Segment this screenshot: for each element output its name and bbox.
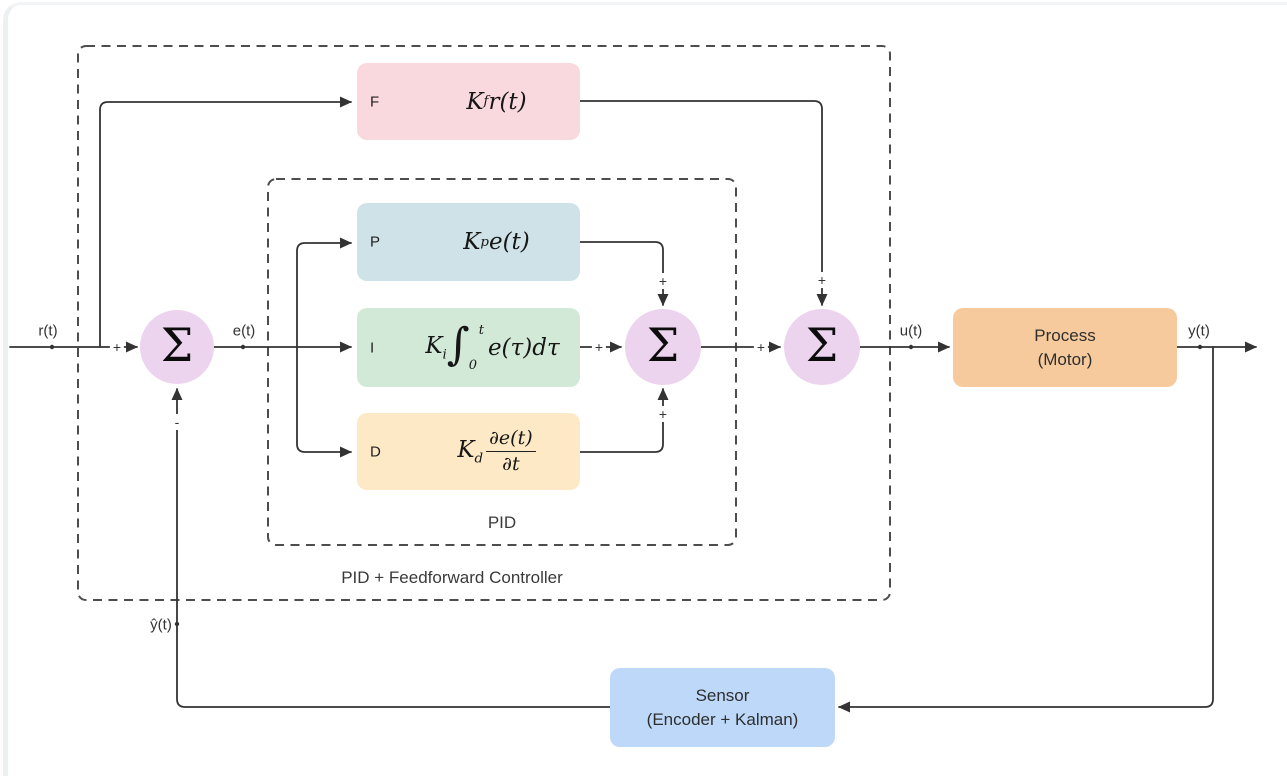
sign-minus-feedback: - (171, 414, 183, 430)
derivative-block: D Kd ∂e(t)∂t (357, 413, 580, 490)
sum-junction-output: Σ (784, 309, 860, 385)
sigma-symbol: Σ (646, 318, 680, 372)
junction-dot (908, 344, 914, 350)
sensor-label: Sensor (Encoder + Kalman) (646, 685, 799, 729)
sign-plus-feedforward: + (814, 272, 830, 288)
sign-plus-proportional: + (655, 273, 671, 289)
pid-boundary-box (267, 178, 737, 546)
sign-plus-pid-sum: + (753, 339, 769, 355)
signal-label-rt: r(t) (38, 322, 58, 340)
signal-line-feedforward-out (579, 100, 828, 306)
signal-line-feedforward-branch (99, 96, 352, 348)
process-block: Process (Motor) (953, 308, 1177, 387)
sum-junction-pid: Σ (625, 309, 701, 385)
sum-junction-error: Σ (140, 310, 214, 384)
signal-line-sensor-feedback (171, 388, 611, 708)
junction-dot (174, 621, 180, 627)
sign-plus-derivative: + (655, 406, 671, 422)
signal-line-error-to-derivative (296, 346, 352, 458)
signal-label-et: e(t) (232, 322, 256, 340)
block-tag-p: P (370, 233, 381, 251)
derivative-formula: Kd ∂e(t)∂t (457, 426, 536, 476)
sign-plus-integral: + (591, 339, 607, 355)
signal-line-derivative-out (579, 388, 669, 453)
integral-sign: ∫ (446, 318, 470, 370)
junction-dot (1197, 344, 1203, 350)
block-tag-i: I (370, 339, 375, 356)
controller-boundary-box (77, 45, 891, 601)
sensor-block: Sensor (Encoder + Kalman) (610, 668, 835, 747)
signal-line-output-to-sensor (838, 346, 1214, 713)
process-label: Process (Motor) (1034, 325, 1096, 369)
pid-box-label: PID (487, 513, 517, 532)
signal-line-proportional-out (579, 241, 669, 306)
signal-label-yhat: ŷ(t) (150, 616, 172, 634)
signal-label-ut: u(t) (899, 322, 923, 340)
sigma-symbol: Σ (160, 318, 194, 372)
sigma-symbol: Σ (805, 318, 839, 372)
block-tag-f: F (370, 93, 380, 110)
junction-dot (49, 344, 55, 350)
sign-plus-reference: + (109, 339, 125, 355)
controller-box-label: PID + Feedforward Controller (341, 568, 563, 587)
signal-line-error-to-proportional (296, 237, 352, 348)
signal-label-yt: y(t) (1188, 322, 1210, 340)
block-tag-d: D (370, 443, 381, 460)
junction-dot (240, 344, 246, 350)
